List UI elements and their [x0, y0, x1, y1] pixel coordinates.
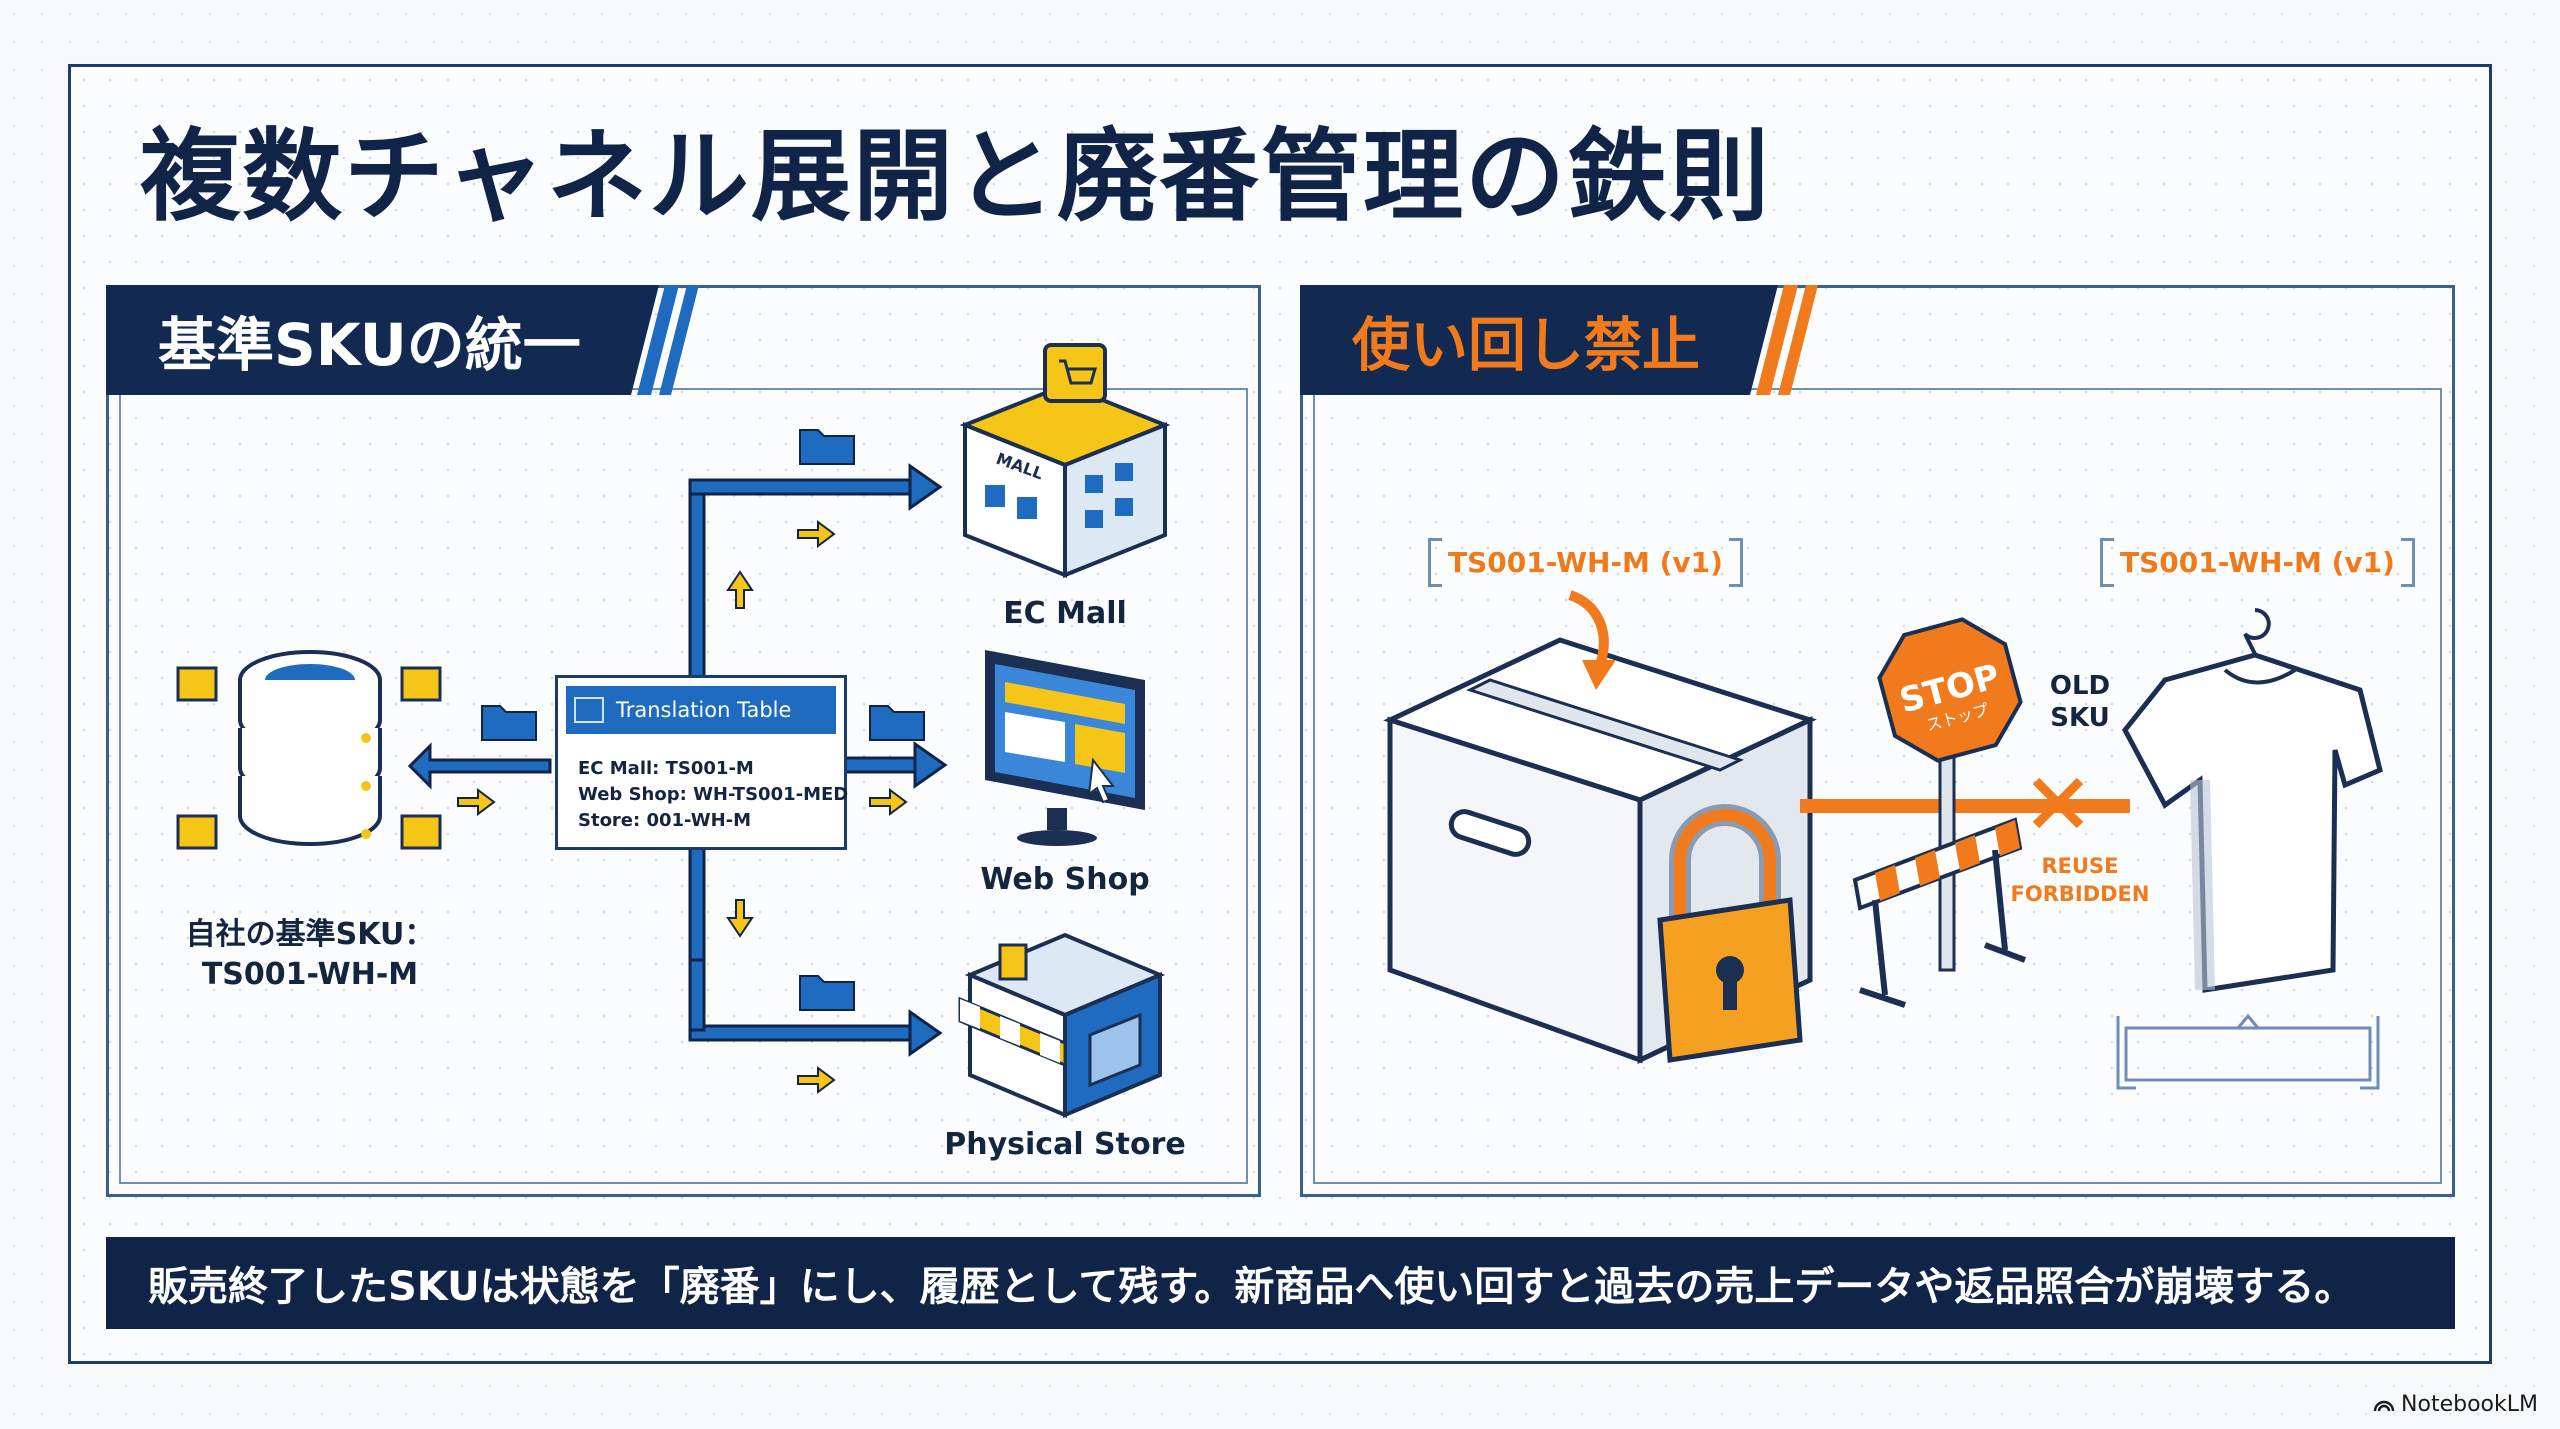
translation-table-title: Translation Table	[616, 698, 792, 722]
table-icon	[574, 697, 604, 723]
panel-header: 使い回し禁止	[1300, 285, 1820, 395]
translation-table-header: Translation Table	[566, 686, 836, 734]
tshirt-icon	[2122, 608, 2383, 993]
base-sku-label: 自社の基準SKU： TS001-WH-M	[160, 915, 460, 995]
old-sku-line1: OLD	[2049, 671, 2111, 701]
reuse-forbidden-label: REUSE FORBIDDEN	[2000, 852, 2160, 908]
mapping-web-shop: Web Shop: WH-TS001-MED	[578, 784, 849, 805]
mapping-store: Store: 001-WH-M	[578, 810, 752, 831]
panel-no-reuse: 使い回し禁止	[1300, 285, 2455, 1197]
footer-note: 販売終了したSKUは状態を「廃番」にし、履歴として残す。新商品へ使い回すと過去の…	[106, 1237, 2455, 1329]
reuse-line2: FORBIDDEN	[2010, 882, 2150, 906]
translation-table: Translation Table EC Mall: TS001-M Web S…	[555, 675, 848, 850]
sku-tag-box: TS001-WH-M (v1)	[1428, 538, 1743, 587]
base-sku-label-line2: TS001-WH-M	[201, 957, 419, 992]
panel-inner-frame	[119, 388, 1248, 1184]
panel-inner-frame	[1313, 388, 2442, 1184]
slide-title: 複数チャネル展開と廃番管理の鉄則	[140, 118, 1771, 235]
panel-base-sku: 基準SKUの統一	[106, 285, 1261, 1197]
channel-label-web-shop: Web Shop	[980, 862, 1150, 897]
slide-frame	[68, 64, 2492, 1364]
brand-name: NotebookLM	[2401, 1392, 2538, 1417]
header-slash-icon	[1750, 285, 1819, 395]
web-shop-monitor-icon	[985, 650, 1145, 846]
base-sku-label-line1: 自社の基準SKU：	[185, 917, 435, 952]
panel-header-label: 基準SKUの統一	[106, 285, 631, 395]
empty-label-box	[2116, 1013, 2380, 1090]
physical-store-icon	[958, 932, 1166, 1119]
sku-tag-shirt: TS001-WH-M (v1)	[2100, 538, 2415, 587]
barrier-icon	[1852, 817, 2027, 1008]
ec-mall-building-icon: MALL	[959, 343, 1171, 578]
reuse-line1: REUSE	[2041, 854, 2119, 878]
database-icon	[176, 650, 442, 850]
translation-table-lines: EC Mall: TS001-M Web Shop: WH-TS001-MED …	[578, 756, 848, 834]
old-sku-label: OLD SKU	[2040, 670, 2120, 734]
header-slash-icon	[630, 285, 699, 395]
forbidden-x-icon	[2032, 777, 2084, 829]
locked-box-icon	[1383, 590, 1817, 1064]
old-sku-line2: SKU	[2050, 703, 2110, 733]
notebooklm-logo-icon	[2373, 1400, 2395, 1411]
panel-header-label: 使い回し禁止	[1300, 285, 1751, 395]
brand-watermark: NotebookLM	[2373, 1392, 2538, 1417]
channel-label-ec-mall: EC Mall	[1003, 596, 1127, 631]
channel-label-physical-store: Physical Store	[944, 1127, 1186, 1162]
panel-header: 基準SKUの統一	[106, 285, 701, 395]
mapping-ec-mall: EC Mall: TS001-M	[578, 758, 754, 779]
